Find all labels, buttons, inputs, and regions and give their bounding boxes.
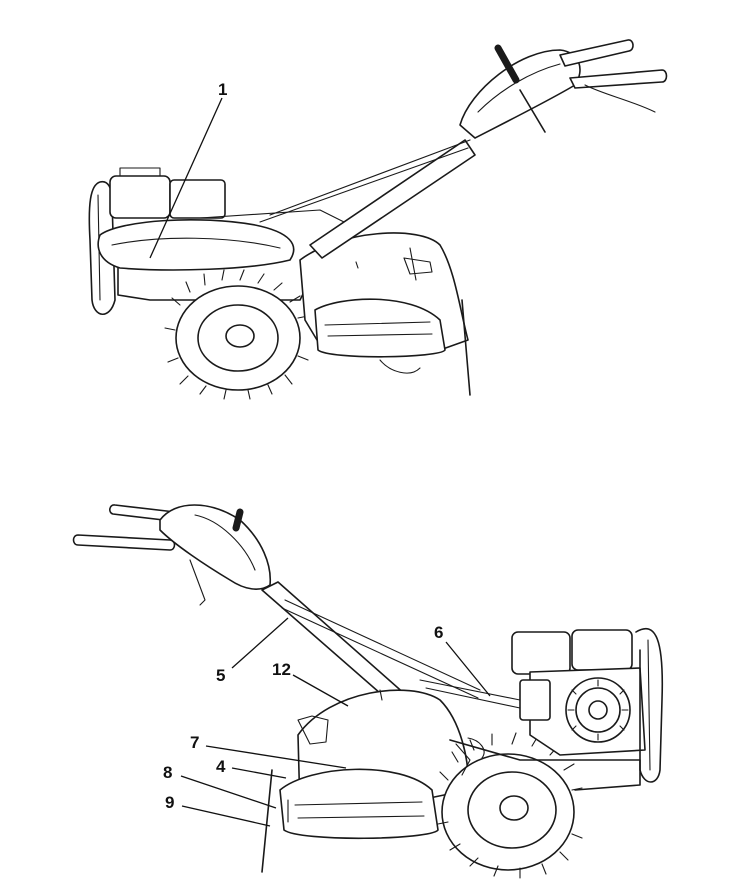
leader-8 [180, 775, 277, 809]
callout-1: 1 [218, 80, 227, 99]
callout-9: 9 [165, 793, 174, 812]
wheel-top [164, 269, 309, 400]
callout-4: 4 [216, 757, 226, 776]
leader-6 [445, 641, 491, 697]
tiller-bottom-view [72, 504, 664, 879]
leader-lines [149, 97, 491, 827]
tiller-top-view [88, 39, 668, 400]
leader-7 [205, 745, 347, 769]
leader-5 [231, 617, 289, 669]
leader-12 [292, 674, 349, 707]
leader-1 [149, 97, 223, 259]
callout-6: 6 [434, 623, 443, 642]
wheel-bottom [437, 732, 583, 879]
leader-4 [231, 767, 287, 779]
callouts: 1 5 12 6 7 4 8 9 [163, 80, 443, 812]
leader-9 [181, 805, 271, 827]
callout-5: 5 [216, 666, 225, 685]
callout-8: 8 [163, 763, 172, 782]
callout-12: 12 [272, 660, 291, 679]
engine [511, 629, 646, 756]
callout-7: 7 [190, 733, 199, 752]
